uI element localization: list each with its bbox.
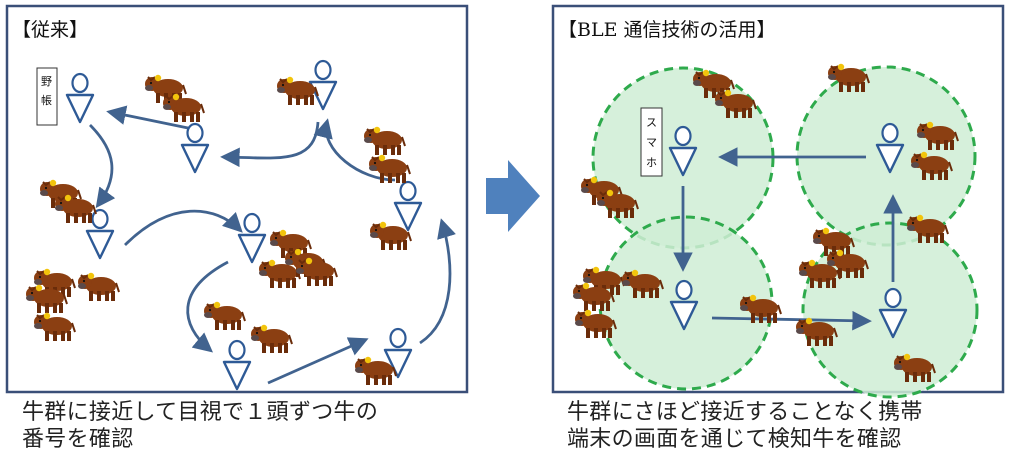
arrow-3 bbox=[124, 209, 243, 246]
right-panel-title: 【BLE 通信技術の活用】 bbox=[558, 19, 776, 41]
transition-arrow bbox=[486, 160, 540, 232]
smartphone-label: ス マ ホ bbox=[640, 107, 663, 177]
arrow-r3 bbox=[711, 310, 872, 331]
smartphone-label-char-1: ス bbox=[646, 116, 657, 129]
arrow-1 bbox=[106, 105, 189, 130]
right-path-arrows bbox=[673, 147, 903, 331]
notebook-label-char-1: 野 bbox=[41, 75, 52, 88]
right-caption-line-1: 牛群にさほど接近することなく携帯 bbox=[567, 400, 923, 425]
left-panel: 【従来】 野 帳 bbox=[5, 4, 469, 394]
left-panel-title: 【従来】 bbox=[12, 19, 88, 41]
arrow-4 bbox=[186, 260, 229, 353]
arrow-6 bbox=[419, 218, 456, 345]
left-caption-line-2: 番号を確認 bbox=[22, 427, 134, 452]
left-caption-line-1: 牛群に接近して目視で１頭ずつ牛の bbox=[22, 400, 379, 425]
arrow-8 bbox=[220, 121, 320, 168]
smartphone-label-char-3: ホ bbox=[646, 156, 657, 169]
arrow-5 bbox=[267, 337, 369, 385]
arrow-2 bbox=[89, 124, 116, 209]
notebook-label-char-2: 帳 bbox=[41, 93, 52, 107]
notebook-label: 野 帳 bbox=[36, 67, 58, 126]
smartphone-label-char-2: マ bbox=[646, 136, 657, 149]
right-caption-line-2: 端末の画面を通じて検知牛を確認 bbox=[567, 427, 902, 452]
right-caption: 牛群にさほど接近することなく携帯 端末の画面を通じて検知牛を確認 bbox=[567, 399, 923, 453]
left-caption: 牛群に接近して目視で１頭ずつ牛の 番号を確認 bbox=[22, 399, 378, 453]
right-panel: 【BLE 通信技術の活用】 ス マ ホ bbox=[551, 4, 1005, 399]
